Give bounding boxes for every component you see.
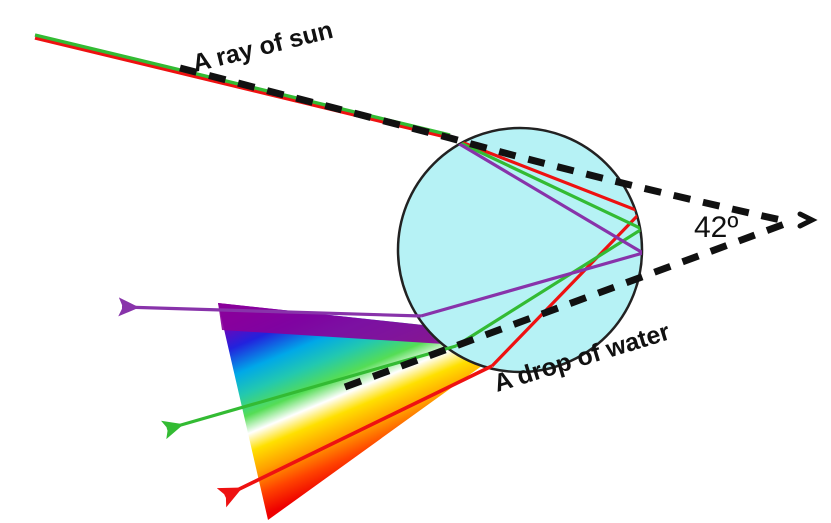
emergent-rays bbox=[118, 297, 493, 508]
emergent-axis-dashed-line bbox=[343, 218, 792, 391]
violet-ray-internal-path bbox=[420, 134, 642, 318]
green-ray-internal-path bbox=[445, 134, 642, 348]
violet-emergent-ray bbox=[118, 297, 422, 318]
label-deviation-angle: 42º bbox=[694, 211, 738, 244]
incoming-ray-red-component bbox=[34, 36, 451, 140]
angle-vertex-tick bbox=[797, 211, 818, 229]
incident-axis-dashed-line bbox=[179, 64, 791, 226]
angle-construction-lines bbox=[179, 64, 818, 391]
spectrum-fan-violet-edge bbox=[218, 303, 470, 345]
green-emergent-ray bbox=[161, 344, 457, 440]
label-incoming-ray: A ray of sun bbox=[190, 16, 336, 78]
red-emergent-ray bbox=[216, 364, 493, 508]
